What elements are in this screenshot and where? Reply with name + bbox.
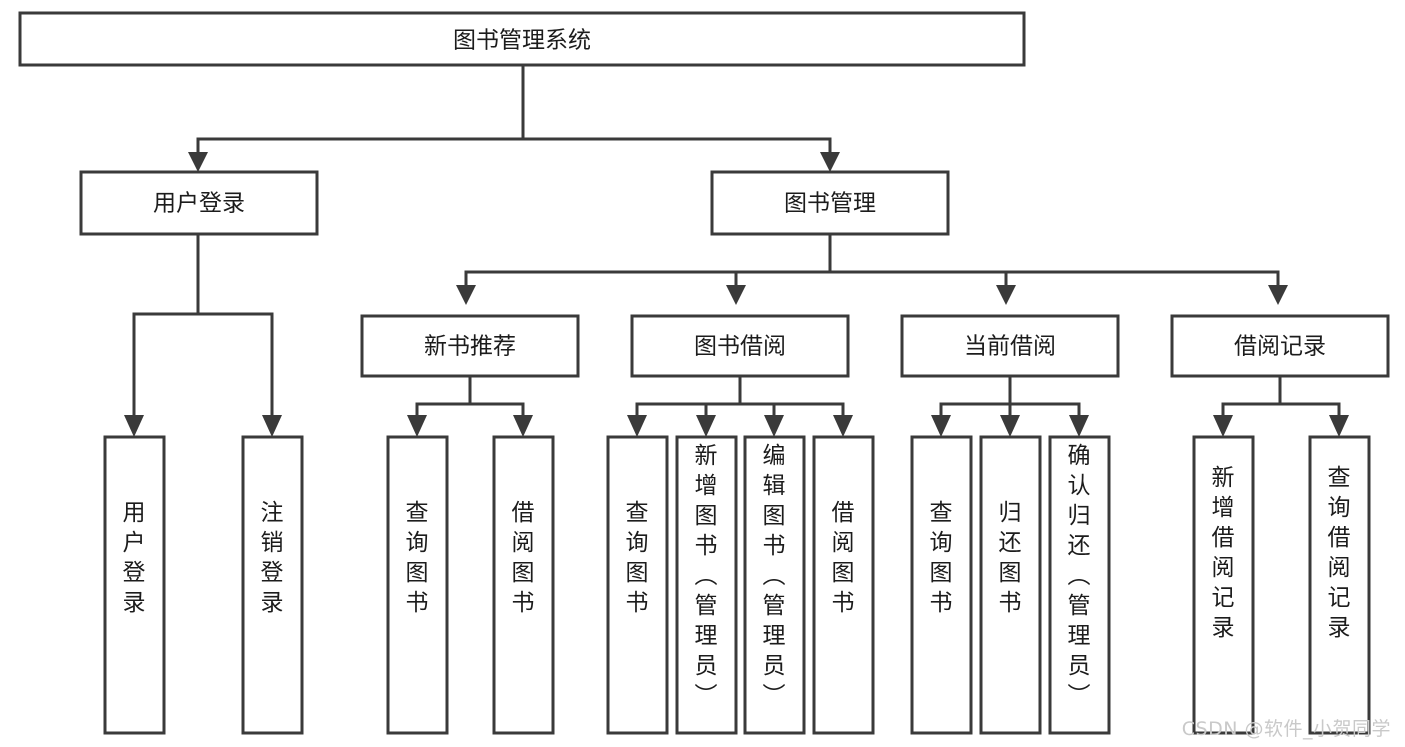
- node-leaf-add-record[interactable]: 新增借阅记录: [1192, 435, 1255, 735]
- node-borrow-record-box: [1170, 314, 1390, 378]
- node-book-management-label: 图书管理: [784, 191, 876, 217]
- node-leaf-query-book-2[interactable]: 查询图书: [606, 435, 669, 735]
- node-leaf-confirm-return[interactable]: 确认归还︵管理员︶: [1048, 435, 1111, 735]
- node-leaf-return-book-box: [979, 435, 1042, 735]
- arrow-bb-to-leaf1: [627, 415, 647, 437]
- arrow-br-to-leaf2: [1329, 415, 1349, 437]
- node-current-borrow[interactable]: 当前借阅: [900, 314, 1120, 378]
- node-borrow-record-label: 借阅记录: [1234, 334, 1326, 360]
- node-leaf-user-login[interactable]: 用户登录: [103, 435, 166, 735]
- node-leaf-query-book-3-box: [910, 435, 973, 735]
- node-leaf-borrow-book-1[interactable]: 借阅图书: [492, 435, 555, 735]
- arrow-cb-to-leaf1: [931, 415, 951, 437]
- node-current-borrow-label: 当前借阅: [964, 334, 1056, 360]
- node-leaf-query-book-1-box: [386, 435, 449, 735]
- node-root-label: 图书管理系统: [453, 28, 591, 54]
- arrow-bm-to-borrow-record: [1268, 285, 1288, 305]
- node-leaf-query-book-3-label: 查询图书: [930, 500, 953, 616]
- node-leaf-query-book-2-label: 查询图书: [626, 500, 649, 616]
- arrow-root-to-user-login: [188, 152, 208, 172]
- node-book-management-box: [710, 170, 950, 236]
- node-book-borrow-box: [630, 314, 850, 378]
- node-leaf-borrow-book-1-box: [492, 435, 555, 735]
- node-user-login-label: 用户登录: [153, 191, 245, 217]
- connector-layer: [124, 63, 1349, 437]
- node-leaf-edit-book-label: 编辑图书︵管理员︶: [763, 443, 786, 709]
- arrow-bb-to-leaf4: [833, 415, 853, 437]
- arrow-nb-to-leaf1: [407, 415, 427, 437]
- node-leaf-add-book[interactable]: 新增图书︵管理员︶: [675, 435, 738, 735]
- node-leaf-borrow-book-2-label: 借阅图书: [832, 500, 855, 616]
- node-leaf-user-login-label: 用户登录: [123, 500, 146, 616]
- node-leaf-query-book-3[interactable]: 查询图书: [910, 435, 973, 735]
- node-book-borrow-label: 图书借阅: [694, 334, 786, 360]
- node-root-box: [18, 11, 1026, 67]
- arrow-bm-to-new-book: [456, 285, 476, 305]
- arrow-ul-to-leaf1: [124, 415, 144, 437]
- node-leaf-query-book-1[interactable]: 查询图书: [386, 435, 449, 735]
- node-leaf-confirm-return-label: 确认归还︵管理员︶: [1068, 443, 1091, 709]
- node-leaf-add-book-box: [675, 435, 738, 735]
- node-book-management[interactable]: 图书管理: [710, 170, 950, 236]
- arrow-cb-to-leaf2: [1000, 415, 1020, 437]
- node-leaf-return-book-label: 归还图书: [999, 500, 1022, 616]
- node-leaf-user-logout-box: [241, 435, 304, 735]
- node-new-book-recommend[interactable]: 新书推荐: [360, 314, 580, 378]
- arrow-bb-to-leaf2: [696, 415, 716, 437]
- node-leaf-edit-book[interactable]: 编辑图书︵管理员︶: [743, 435, 806, 735]
- node-leaf-confirm-return-box: [1048, 435, 1111, 735]
- arrow-cb-to-leaf3: [1069, 415, 1089, 437]
- node-leaf-add-record-label: 新增借阅记录: [1212, 465, 1235, 641]
- node-user-login[interactable]: 用户登录: [79, 170, 319, 236]
- csdn-watermark: CSDN @软件_小贺同学: [1181, 718, 1391, 740]
- node-new-book-recommend-box: [360, 314, 580, 378]
- node-leaf-add-book-label: 新增图书︵管理员︶: [695, 443, 718, 709]
- node-root-system[interactable]: 图书管理系统: [18, 11, 1026, 67]
- node-new-book-recommend-label: 新书推荐: [424, 334, 516, 360]
- node-leaf-user-logout-label: 注销登录: [261, 500, 284, 616]
- node-leaf-query-record[interactable]: 查询借阅记录: [1308, 435, 1371, 735]
- arrow-ul-to-leaf2: [262, 415, 282, 437]
- node-current-borrow-box: [900, 314, 1120, 378]
- node-leaf-borrow-book-1-label: 借阅图书: [512, 500, 535, 616]
- arrow-br-to-leaf1: [1213, 415, 1233, 437]
- arrow-bb-to-leaf3: [764, 415, 784, 437]
- node-leaf-edit-book-box: [743, 435, 806, 735]
- arrow-bm-to-book-borrow: [726, 285, 746, 305]
- node-leaf-add-record-box: [1192, 435, 1255, 735]
- node-user-login-box: [79, 170, 319, 236]
- node-leaf-query-record-label: 查询借阅记录: [1328, 465, 1351, 641]
- node-leaf-borrow-book-2-box: [812, 435, 875, 735]
- node-leaf-return-book[interactable]: 归还图书: [979, 435, 1042, 735]
- node-borrow-record[interactable]: 借阅记录: [1170, 314, 1390, 378]
- node-leaf-borrow-book-2[interactable]: 借阅图书: [812, 435, 875, 735]
- node-leaf-user-login-box: [103, 435, 166, 735]
- node-book-borrow[interactable]: 图书借阅: [630, 314, 850, 378]
- arrow-root-to-book-management: [820, 152, 840, 172]
- node-leaf-user-logout[interactable]: 注销登录: [241, 435, 304, 735]
- node-leaf-query-book-2-box: [606, 435, 669, 735]
- node-leaf-query-book-1-label: 查询图书: [406, 500, 429, 616]
- arrow-nb-to-leaf2: [513, 415, 533, 437]
- node-leaf-query-record-box: [1308, 435, 1371, 735]
- arrow-bm-to-current-borrow: [996, 285, 1016, 305]
